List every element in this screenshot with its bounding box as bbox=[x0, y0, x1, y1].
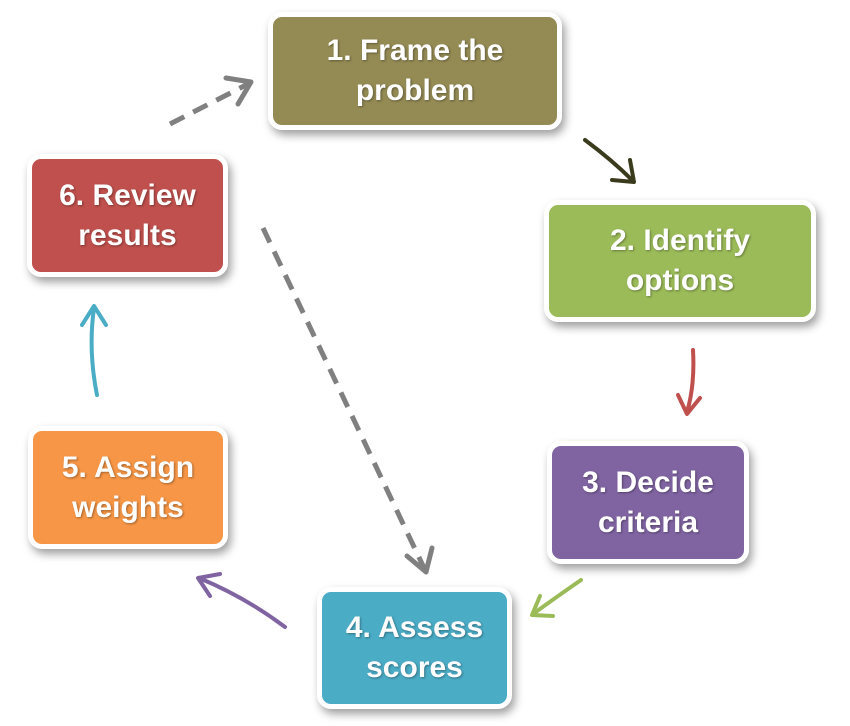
arrowhead-scores-to-weights bbox=[196, 572, 222, 598]
step-assign-weights: 5. Assign weights bbox=[28, 426, 228, 549]
arrow-options-to-criteria bbox=[685, 348, 696, 414]
step-identify-options: 2. Identify options bbox=[544, 200, 816, 322]
step-assign-weights-label: 5. Assign weights bbox=[61, 450, 195, 524]
step-decide-criteria: 3. Decide criteria bbox=[547, 441, 749, 564]
step-assess-scores-label: 4. Assess scores bbox=[345, 611, 484, 684]
arrow-review-to-scores bbox=[260, 226, 427, 570]
arrowhead-review-to-frame bbox=[223, 75, 254, 107]
step-frame-problem: 1. Frame the problem bbox=[268, 12, 562, 130]
step-assess-scores: 4. Assess scores bbox=[317, 587, 512, 709]
arrow-review-to-frame bbox=[168, 81, 250, 127]
arrow-frame-to-options bbox=[583, 138, 634, 182]
step-review-results-label: 6. Review results bbox=[59, 178, 196, 252]
arrow-criteria-to-scores bbox=[531, 578, 583, 616]
step-identify-options-label: 2. Identify options bbox=[609, 224, 751, 297]
arrow-weights-to-review bbox=[89, 306, 99, 397]
arrow-scores-to-weights bbox=[197, 576, 287, 629]
step-frame-problem-label: 1. Frame the problem bbox=[326, 34, 504, 107]
arrowhead-frame-to-options bbox=[610, 158, 636, 184]
step-review-results: 6. Review results bbox=[27, 154, 228, 277]
arrowhead-weights-to-review bbox=[80, 304, 108, 327]
arrowhead-options-to-criteria bbox=[676, 393, 702, 416]
step-decide-criteria-label: 3. Decide criteria bbox=[582, 465, 714, 539]
arrowhead-review-to-scores bbox=[404, 545, 435, 575]
arrowhead-criteria-to-scores bbox=[530, 594, 555, 618]
